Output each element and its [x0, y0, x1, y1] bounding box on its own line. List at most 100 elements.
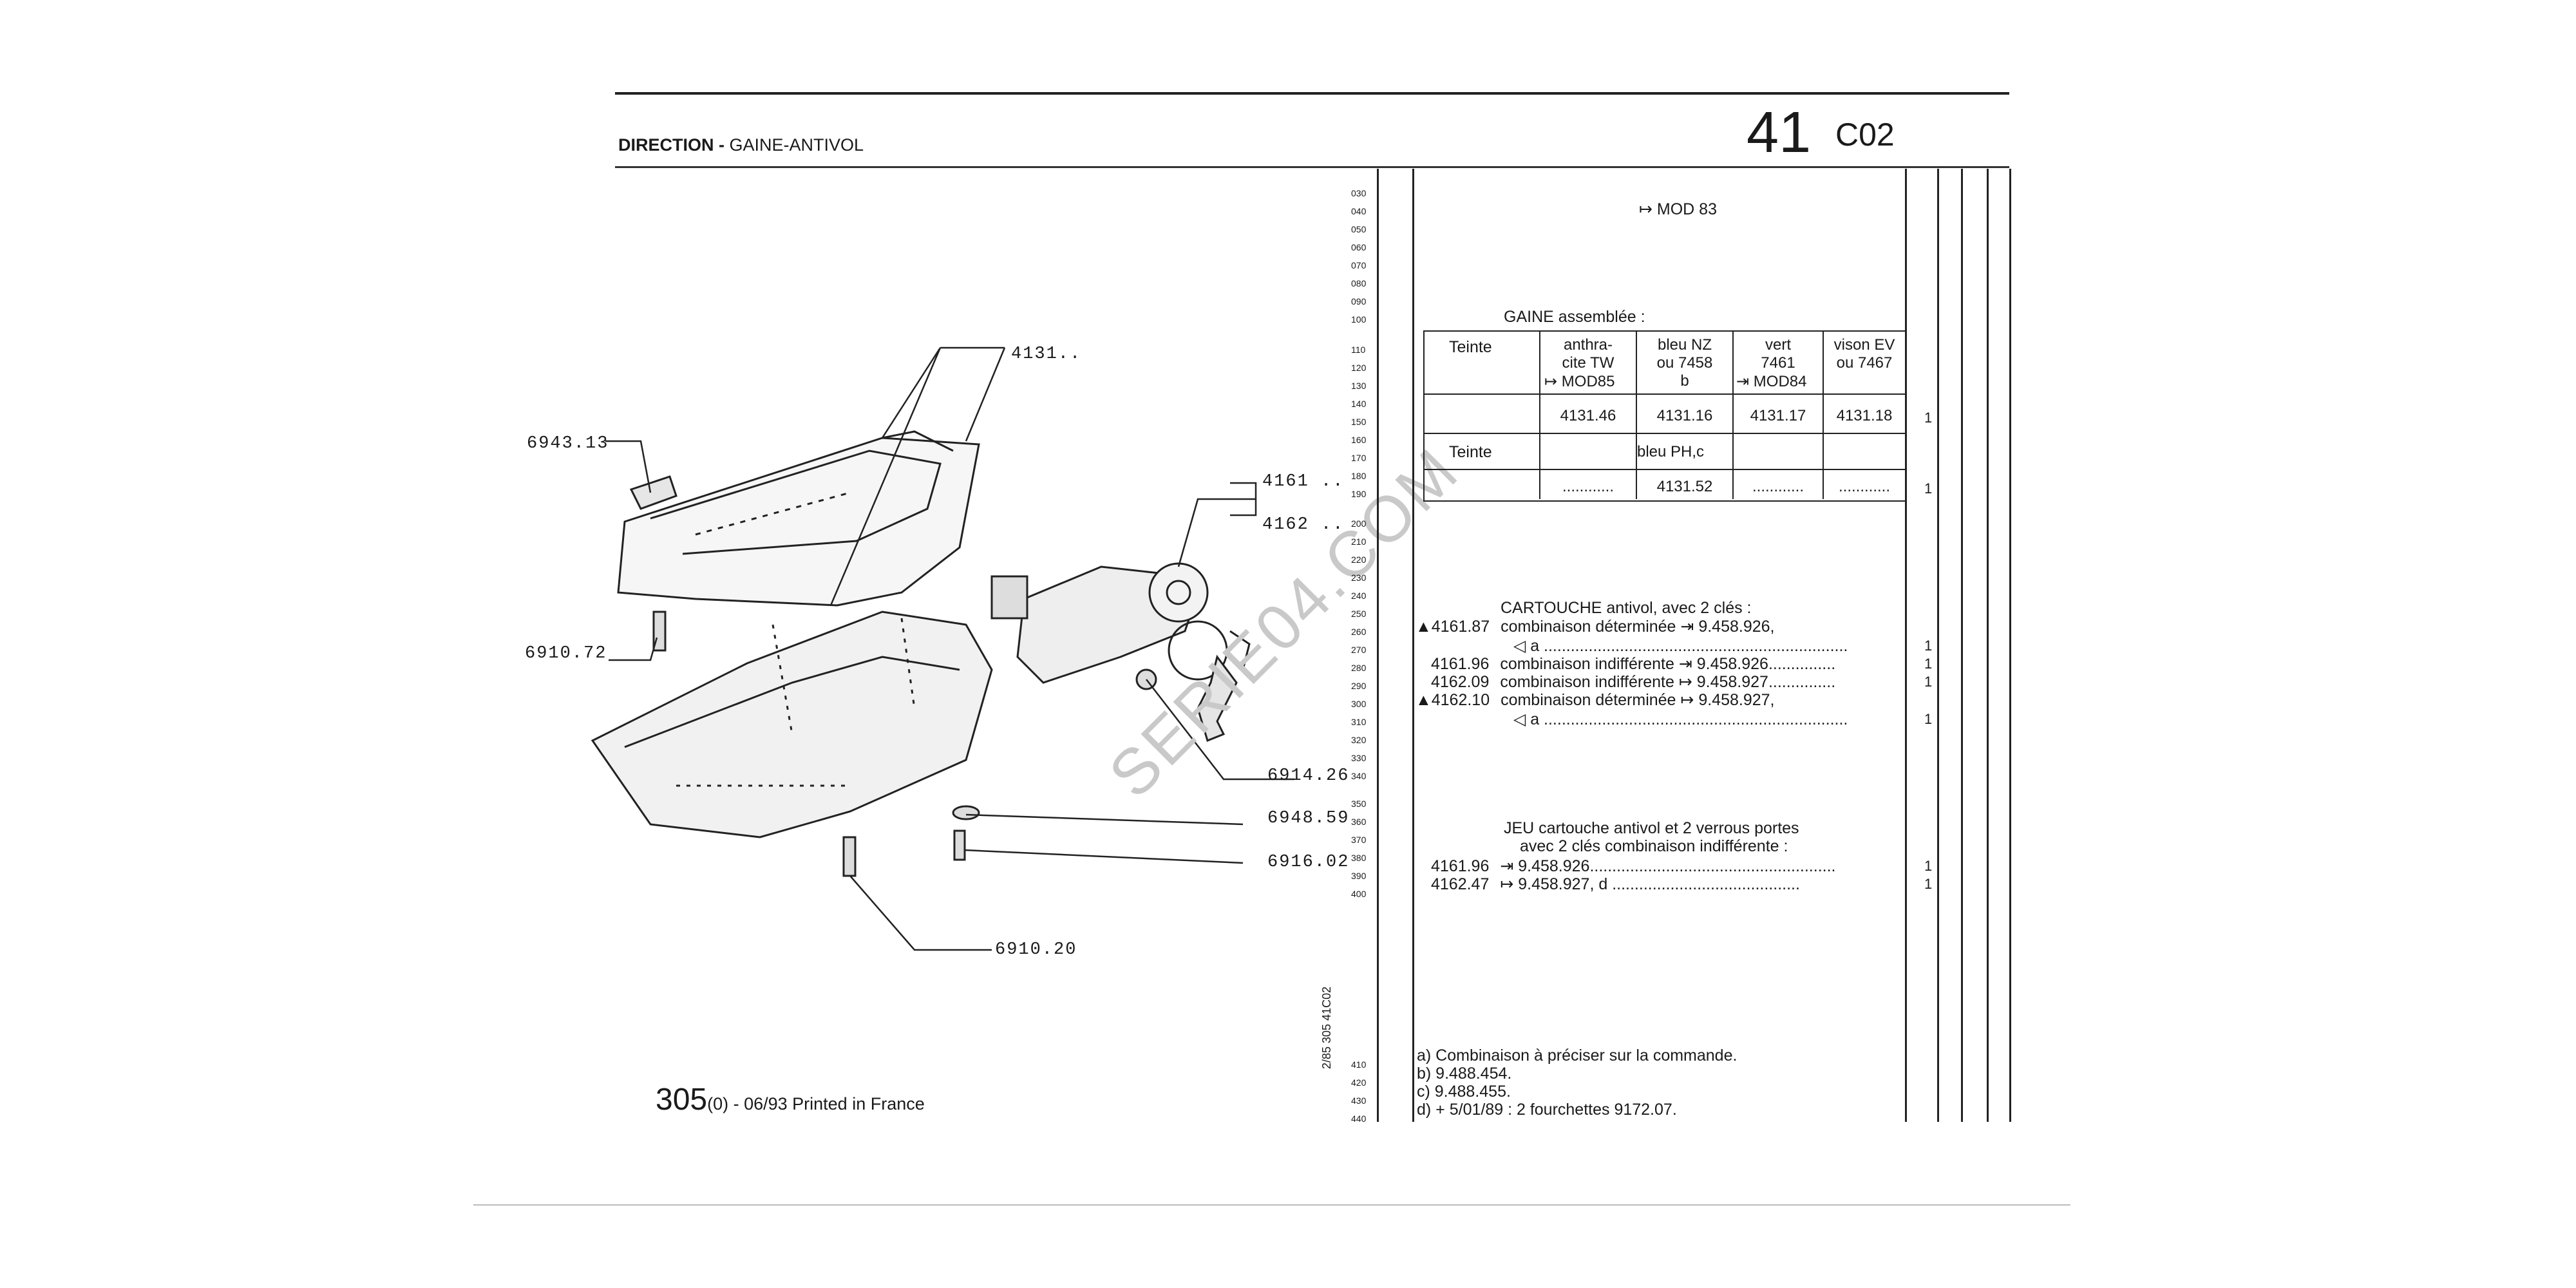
arrow-icon: ⇥ [1500, 857, 1514, 875]
line-number: 340 [1351, 771, 1367, 781]
table-hline [1423, 393, 1905, 395]
row-text: 9.458.926...............................… [1518, 857, 1836, 875]
line-number: 310 [1351, 717, 1367, 727]
line-number: 150 [1351, 417, 1367, 427]
col4-line2: ou 7467 [1836, 354, 1893, 372]
line-number: 070 [1351, 260, 1367, 270]
qty: 1 [1924, 876, 1933, 892]
screw-6916 [953, 829, 966, 861]
screw-6910-20 [842, 836, 857, 877]
vertical-reference: 2/85 305 41C02 [1320, 986, 1333, 1069]
row-ref: 4162.10 [1431, 691, 1490, 709]
ref-label-6910-20: 6910.20 [995, 940, 1077, 960]
section-number: 41 [1747, 100, 1812, 165]
note-c: c) 9.488.455. [1417, 1083, 1511, 1101]
line-number: 390 [1351, 871, 1367, 881]
title-sep: - [714, 135, 730, 155]
line-number: 380 [1351, 853, 1367, 863]
key-note-icon: ◁ [1513, 637, 1526, 655]
line-number: 210 [1351, 536, 1367, 547]
col4-line1: vison EV [1833, 336, 1895, 354]
table-vline [1732, 330, 1734, 499]
row-ref: 4162.09 [1431, 673, 1490, 691]
arrow-icon: ↦ [1500, 875, 1514, 893]
line-number: 050 [1351, 224, 1367, 234]
qty: 1 [1924, 858, 1933, 874]
row-text: combinaison indifférente [1500, 655, 1674, 673]
col2-line1: bleu NZ [1657, 336, 1712, 354]
row-text: combinaison indifférente [1500, 673, 1674, 691]
line-number: 090 [1351, 296, 1367, 307]
col1-line1: anthra- [1563, 336, 1613, 354]
header-rule [615, 166, 2009, 168]
gaine-title: GAINE assemblée : [1504, 308, 1645, 326]
arrow-icon: ↦ [1639, 200, 1653, 218]
qty: 1 [1924, 656, 1933, 672]
cartouche-row: ▲4161.87 combinaison déterminée ⇥ 9.458.… [1416, 617, 1775, 636]
line-number: 160 [1351, 435, 1367, 445]
line-number: 420 [1351, 1077, 1367, 1088]
line-number: 200 [1351, 518, 1367, 529]
line-number: 040 [1351, 206, 1367, 216]
line-number: 330 [1351, 753, 1367, 763]
jeu-row: 4161.96 ⇥ 9.458.926.....................… [1431, 857, 1835, 876]
qty: 1 [1924, 410, 1933, 426]
grid-line [1905, 169, 1907, 1122]
col2-line2: ou 7458 [1656, 354, 1713, 372]
row-text: a ......................................… [1530, 710, 1848, 728]
mod-note: ↦ MOD 83 [1639, 200, 1717, 219]
row-ref: 4162.47 [1431, 875, 1490, 893]
grid-line [1987, 169, 1989, 1122]
line-number: 240 [1351, 591, 1367, 601]
row-text: combinaison déterminée [1501, 618, 1676, 636]
ref-4131-17: 4131.17 [1750, 407, 1806, 424]
line-number: 270 [1351, 645, 1367, 655]
arrow-icon: ⇥ [1680, 618, 1694, 636]
arrow-icon: ↦ [1680, 691, 1694, 709]
ref-label-6948-59: 6948.59 [1267, 809, 1350, 828]
table-vline [1539, 330, 1540, 499]
row-text: a ......................................… [1530, 637, 1848, 655]
ref-4131-18: 4131.18 [1836, 407, 1893, 424]
footer: 305(0) - 06/93 Printed in France [656, 1082, 925, 1117]
row-ref2: 9.458.927............... [1696, 673, 1836, 691]
line-number: 290 [1351, 681, 1367, 691]
line-number: 260 [1351, 627, 1367, 637]
ref-4131-16: 4131.16 [1656, 407, 1713, 424]
qty: 1 [1924, 711, 1933, 727]
top-rule [615, 92, 2009, 95]
jeu-title: JEU cartouche antivol et 2 verrous porte… [1504, 819, 1799, 837]
line-number: 170 [1351, 453, 1367, 463]
cartouche-row: 4162.09 combinaison indifférente ↦ 9.458… [1431, 672, 1835, 692]
lower-shroud [591, 611, 993, 838]
grid-line [1377, 169, 1379, 1122]
note-a: a) Combinaison à préciser sur la command… [1417, 1046, 1738, 1065]
arrow-icon: ↦ [1544, 373, 1558, 390]
col3-line2: 7461 [1761, 354, 1795, 372]
arrow-icon: ↦ [1678, 673, 1692, 691]
table-hline [1423, 433, 1905, 434]
cartouche-row: 4161.96 combinaison indifférente ⇥ 9.458… [1431, 654, 1835, 674]
ref-label-6943-13: 6943.13 [527, 434, 609, 453]
line-number: 400 [1351, 889, 1367, 899]
ref-label-6916-02: 6916.02 [1267, 853, 1350, 872]
line-number: 130 [1351, 381, 1367, 391]
arrow-icon: ⇥ [1736, 373, 1750, 390]
line-number: 360 [1351, 817, 1367, 827]
determined-triangle-icon: ▲ [1416, 691, 1432, 709]
cartouche-row: ◁ a ....................................… [1513, 710, 1848, 729]
line-number: 370 [1351, 835, 1367, 845]
title-sub: GAINE-ANTIVOL [729, 135, 864, 155]
section-code: C02 [1835, 117, 1895, 153]
cartouche-row: ▲4162.10 combinaison déterminée ↦ 9.458.… [1416, 690, 1775, 710]
ref-label-6910-72: 6910.72 [525, 644, 607, 663]
col3-mod: MOD84 [1753, 373, 1807, 390]
table-border [1423, 330, 1906, 502]
col2-line3: b [1680, 372, 1689, 390]
bottom-rule [473, 1204, 2070, 1206]
note-d: d) + 5/01/89 : 2 fourchettes 9172.07. [1417, 1101, 1677, 1119]
washer-6948 [952, 805, 980, 820]
line-number: 230 [1351, 573, 1367, 583]
bleu-ph: bleu PH,c [1637, 443, 1705, 460]
col3-line3: ⇥ MOD84 [1736, 372, 1806, 391]
